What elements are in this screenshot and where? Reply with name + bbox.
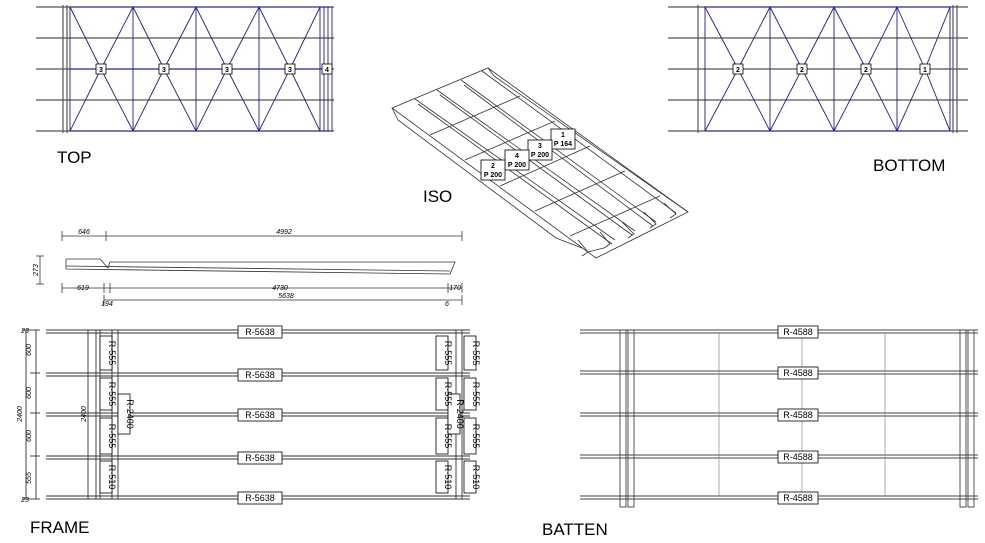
top-view-label: TOP [57,148,92,167]
iso-tag-3-num: 4 [515,153,519,160]
batten-rail-3: R-4588 [783,410,813,420]
iso-tag-2-text: P 200 [531,152,549,159]
top-view: 3 3 3 3 4 [36,5,334,133]
batten-rail-5: R-4588 [783,493,813,503]
top-mark-3: 3 [225,67,229,74]
frame-dim-total: 2400 [17,406,24,423]
frame-dim-seg-1: 600 [26,344,33,356]
frame-left-tags [99,335,131,494]
frame-right-a-1: R-555 [443,341,453,366]
frame-dim-seg-4: 555 [26,472,33,484]
frame-long-right: R-2400 [455,399,465,429]
frame-dim-seg-3: 600 [26,430,33,442]
iso-view [391,67,689,259]
dim-height: 273 [33,264,40,277]
dim-bot-b: 4730 [272,285,288,292]
frame-right-a-4: R-510 [443,465,453,490]
iso-view-label: ISO [423,187,452,206]
dim-low-c: 6 [445,301,449,308]
frame-rail-5: R-5638 [245,493,275,503]
batten-view-label: BATTEN [542,520,608,539]
frame-long-left: R-2400 [125,399,135,429]
batten-rail-2: R-4588 [783,368,813,378]
frame-left-3: R-555 [107,424,117,449]
iso-tag-4-num: 2 [491,163,495,170]
dim-bot-c: 170 [449,285,461,292]
top-mark-5: 4 [325,67,329,74]
frame-right-a-2: R-555 [443,382,453,407]
frame-view-label: FRAME [30,518,90,537]
top-mark-4: 3 [288,67,292,74]
frame-right-b-3: R-555 [471,424,481,449]
dim-top-b: 4992 [276,229,292,236]
frame-left-2: R-555 [107,382,117,407]
frame-rail-4: R-5638 [245,453,275,463]
dim-low-a: 194 [101,301,113,308]
bottom-view-label: BOTTOM [873,156,945,175]
dim-low-b: 5638 [278,293,294,300]
bottom-view: 2 2 2 1 [668,5,968,133]
frame-left-1: R-555 [107,341,117,366]
frame-dim-inner: 2400 [81,406,88,423]
frame-dim-seg-2: 600 [26,387,33,399]
batten-rail-4: R-4588 [783,452,813,462]
bottom-mark-1: 2 [736,67,740,74]
frame-rail-3: R-5638 [245,410,275,420]
frame-dim-end-bot: 23 [20,497,29,504]
batten-rail-tags [777,325,819,505]
iso-tags [480,128,576,181]
bottom-mark-3: 2 [864,67,868,74]
iso-tag-1-num: 1 [561,132,565,139]
frame-right-b-1: R-555 [471,341,481,366]
frame-dim-end-top: 23 [20,328,29,335]
batten-rail-1: R-4588 [783,327,813,337]
iso-tag-2-num: 3 [538,143,542,150]
frame-left-4: R-510 [107,465,117,490]
iso-tag-4-text: P 200 [484,172,502,179]
frame-right-b-4: R-510 [471,465,481,490]
frame-rail-tags [237,325,283,505]
frame-right-a-3: R-555 [443,424,453,449]
iso-tag-1-text: P 164 [554,141,572,148]
side-elevation [36,231,463,305]
frame-rail-2: R-5638 [245,370,275,380]
top-mark-2: 3 [162,67,166,74]
dim-bot-a: 619 [77,285,89,292]
frame-right-b-2: R-555 [471,382,481,407]
frame-rail-1: R-5638 [245,327,275,337]
bottom-mark-2: 2 [800,67,804,74]
top-mark-1: 3 [99,67,103,74]
bottom-mark-4: 1 [923,67,927,74]
iso-tag-3-text: P 200 [508,162,526,169]
frame-right-tags [435,335,477,494]
dim-top-a: 646 [78,229,90,236]
